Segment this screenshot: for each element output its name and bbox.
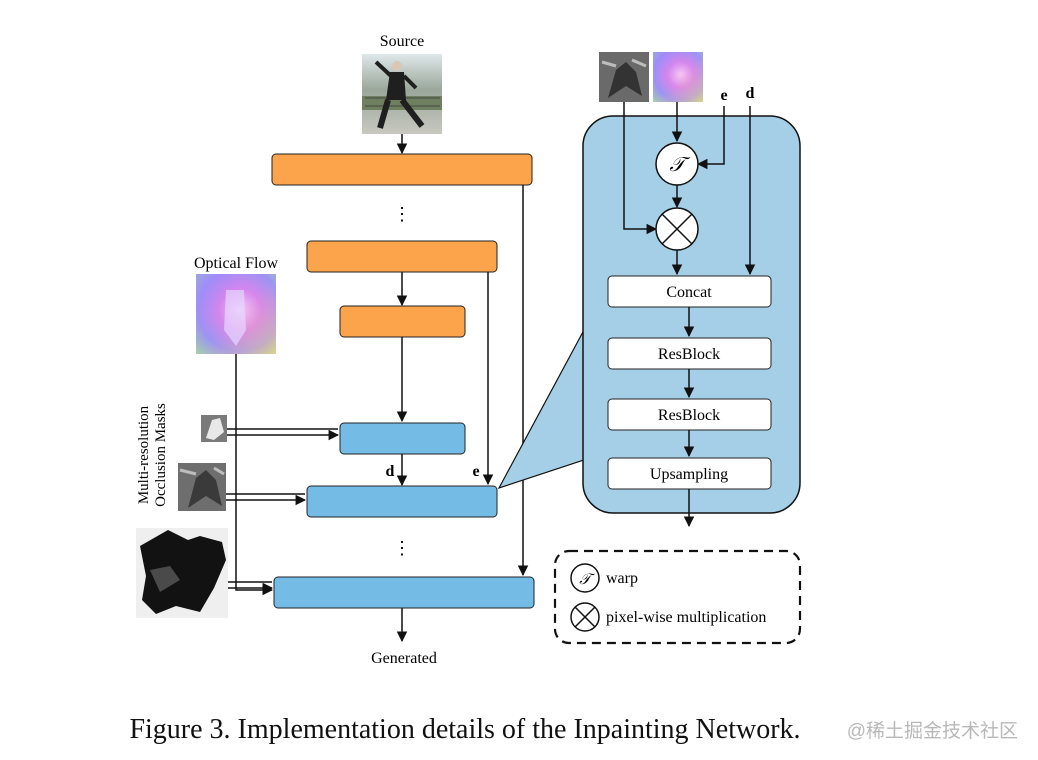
watermark: @稀土掘金技术社区: [846, 721, 1018, 742]
source-image: [362, 54, 442, 134]
resblock-2-label: ResBlock: [658, 407, 720, 424]
d-label-detail: d: [746, 85, 755, 102]
warp-operator: 𝒯: [655, 142, 699, 186]
occlusion-mask-medium: [178, 463, 226, 511]
legend-warp-label: warp: [606, 570, 638, 587]
d-label-left: d: [386, 463, 395, 480]
masks-label-2: Occlusion Masks: [153, 403, 169, 507]
mask-to-multiply-arrow: [623, 102, 658, 235]
occlusion-mask-small: [201, 415, 227, 442]
masks-label-1: Multi-resolution: [136, 405, 152, 504]
decoder-block-1: [339, 422, 466, 455]
ellipsis-upper: ⋮: [393, 204, 411, 224]
source-label: Source: [380, 33, 424, 50]
encoder-block-1: [271, 153, 533, 186]
optical-flow-label: Optical Flow: [194, 255, 278, 272]
resblock-1-label: ResBlock: [658, 346, 720, 363]
zoom-callout: [497, 329, 585, 490]
figure-caption: Figure 3. Implementation details of the …: [129, 714, 801, 745]
legend-multiply-icon: [570, 602, 600, 632]
legend-warp-icon: 𝒯: [570, 563, 600, 593]
encoder-block-3: [339, 305, 466, 338]
encoder-block-2: [306, 240, 498, 273]
mask-large-arrow: [228, 582, 272, 588]
legend-box: [553, 549, 802, 645]
multiply-operator: [655, 207, 699, 251]
flow-line-down: [235, 354, 274, 596]
generated-label: Generated: [371, 650, 437, 667]
legend-multiply-label: pixel-wise multiplication: [606, 609, 766, 626]
mask-medium-arrow: [226, 494, 305, 500]
occlusion-mask-large: [136, 528, 228, 618]
mask-small-arrow: [227, 429, 338, 435]
detail-flow-thumbnail: [653, 52, 703, 102]
decoder-block-2: [306, 485, 498, 518]
decoder-block-3: [273, 576, 535, 609]
e-to-warp-arrow: [696, 106, 725, 170]
e-label-left: e: [472, 463, 479, 480]
detail-mask-thumbnail: [599, 52, 649, 102]
concat-label: Concat: [666, 284, 712, 301]
e-label-detail: e: [720, 87, 727, 104]
optical-flow-image: [196, 274, 276, 354]
ellipsis-lower: ⋮: [393, 538, 411, 558]
upsampling-label: Upsampling: [650, 466, 728, 483]
